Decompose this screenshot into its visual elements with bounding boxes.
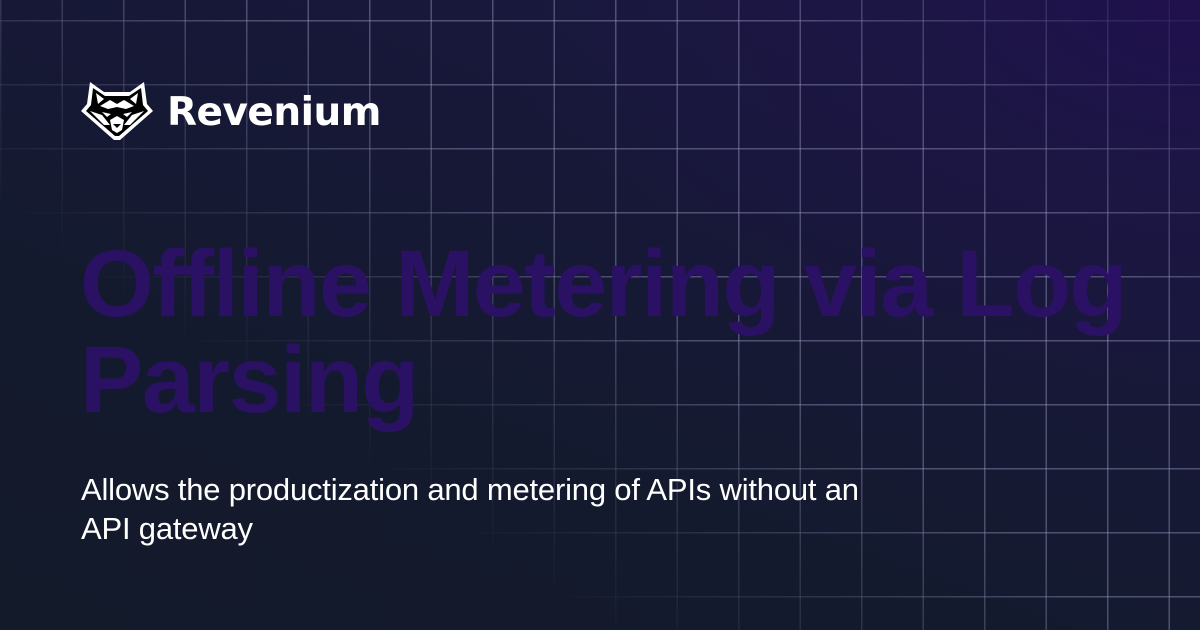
raccoon-head-icon bbox=[81, 82, 153, 140]
brand-wordmark: Revenium bbox=[167, 89, 381, 135]
page-subtitle: Allows the productization and metering o… bbox=[81, 472, 859, 546]
page-title: Offline Metering via Log Parsing bbox=[80, 231, 1128, 433]
brand-logo: Revenium bbox=[80, 80, 381, 142]
